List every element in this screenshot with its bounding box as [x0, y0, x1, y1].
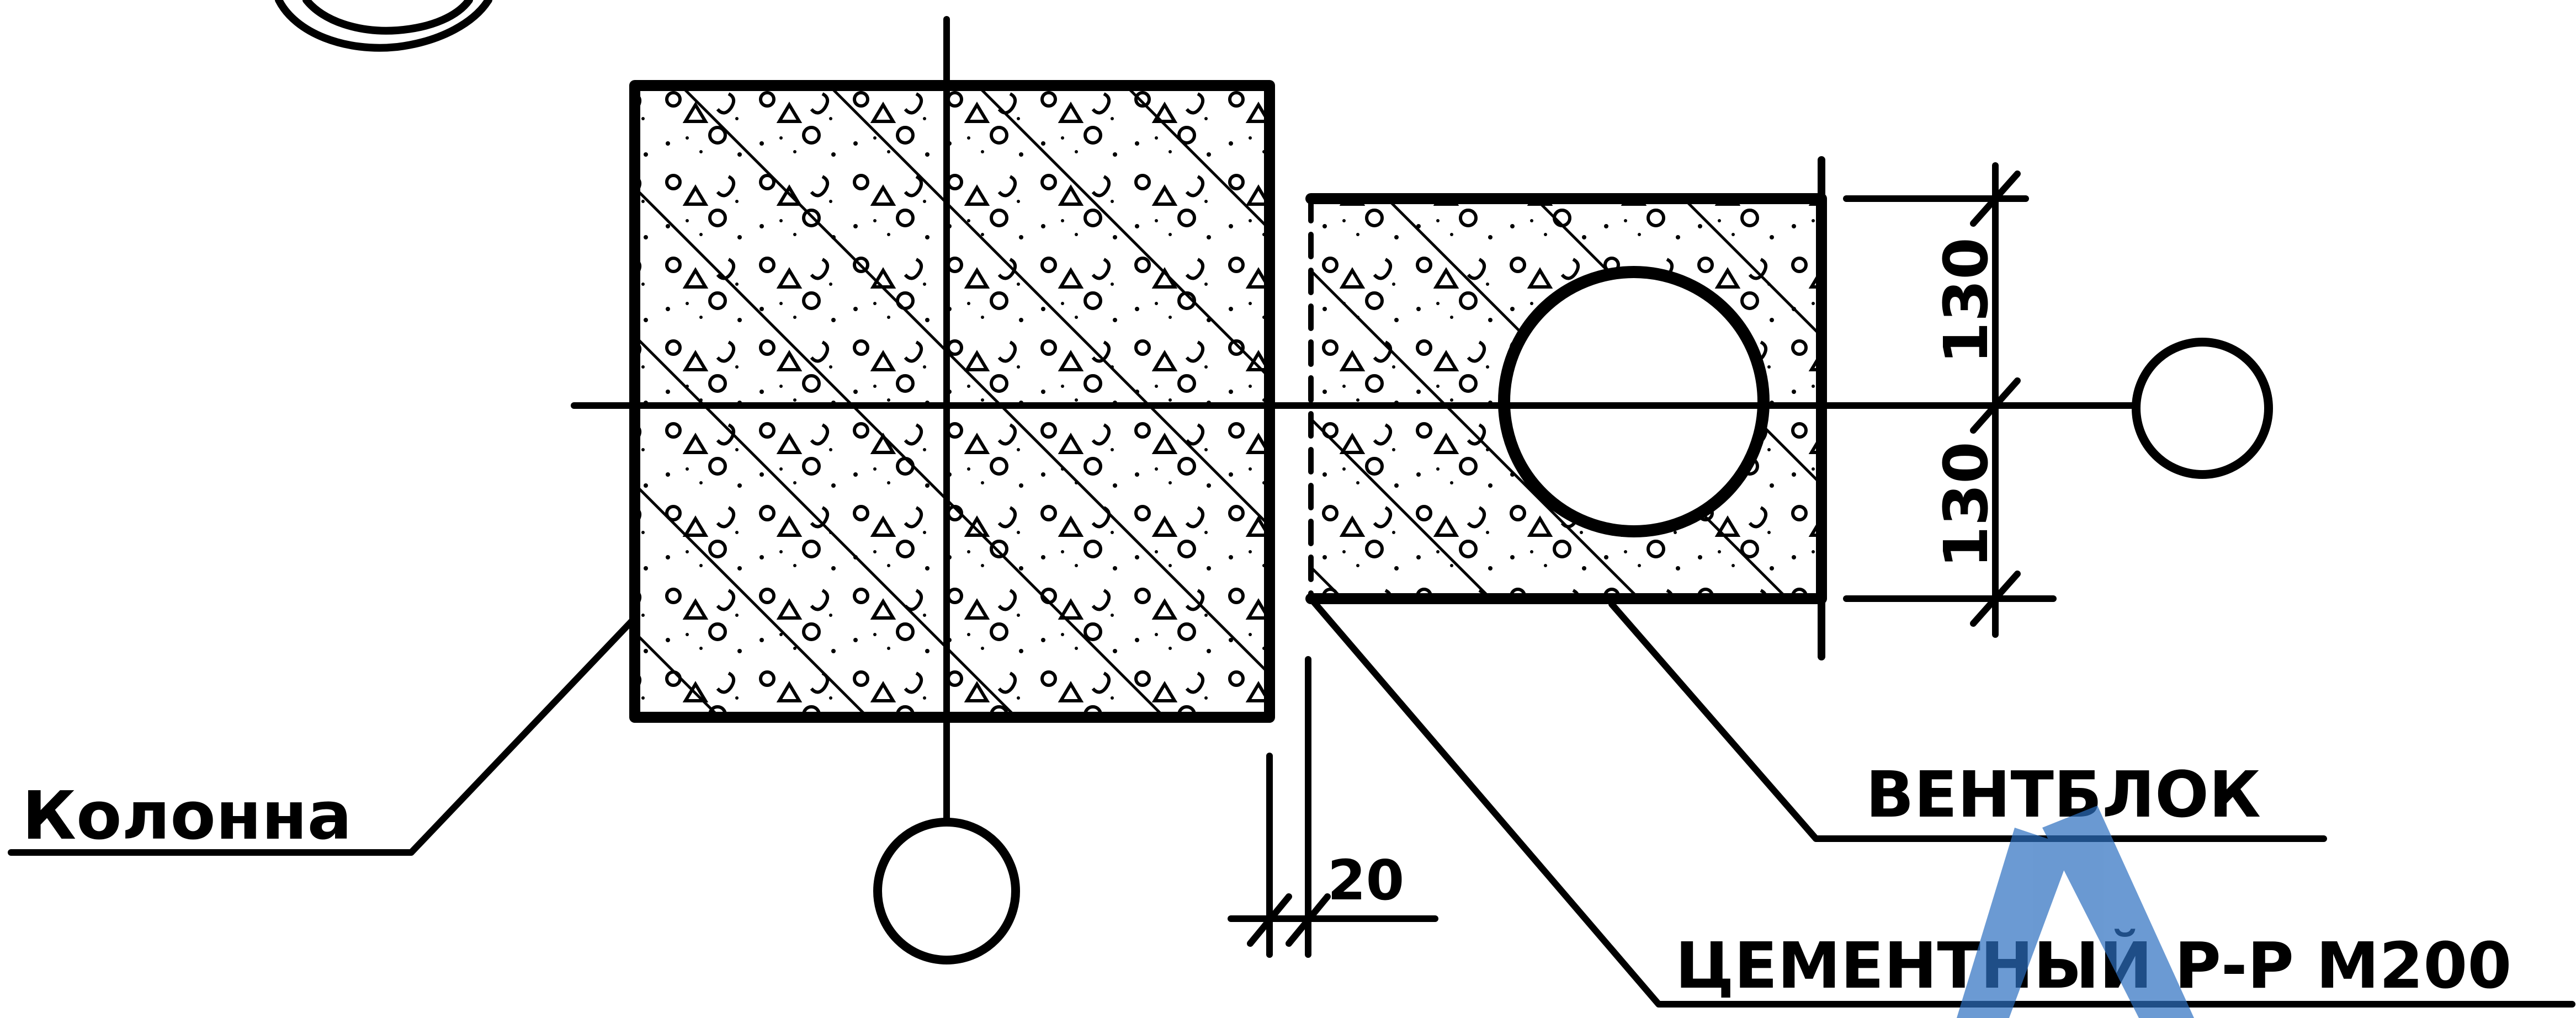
- axis-marker-top-left: [275, 0, 492, 52]
- leader-vent-block: ВЕНТБЛОК: [1608, 601, 2327, 842]
- label-cement-mortar: ЦЕМЕНТНЫЙ Р-Р М200: [1675, 928, 2511, 1003]
- dimension-upper-130: 130: [1931, 237, 2001, 364]
- leader-cement-mortar: ЦЕМЕНТНЫЙ Р-Р М200: [1308, 595, 2575, 1008]
- dimension-gap: 20: [1228, 656, 1438, 958]
- dimension-vent-height: 130 130: [1843, 162, 2057, 638]
- label-column: Колонна: [22, 778, 352, 855]
- column-section: [629, 80, 1275, 723]
- axis-lines: [571, 16, 2139, 825]
- dimension-gap-20: 20: [1327, 848, 1404, 913]
- axis-marker-right: [2132, 338, 2273, 479]
- watermark-mark: [1957, 806, 2194, 1018]
- dimension-lower-130: 130: [1931, 441, 2001, 568]
- vent-channel: [1498, 266, 1770, 537]
- leader-column: Колонна: [8, 615, 638, 856]
- axis-marker-bottom: [873, 818, 1020, 964]
